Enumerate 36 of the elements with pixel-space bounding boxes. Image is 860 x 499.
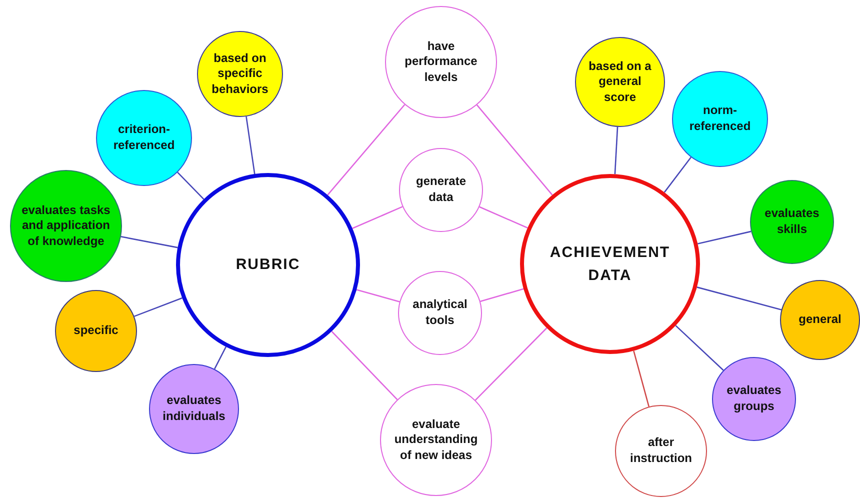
connector-line bbox=[675, 325, 724, 371]
circle-label: evaluate understanding of new ideas bbox=[393, 416, 479, 464]
connector-line bbox=[327, 104, 406, 196]
circle-label: based on specific behaviors bbox=[210, 50, 270, 98]
connector-line bbox=[331, 330, 398, 400]
circle-label: norm-referenced bbox=[688, 103, 752, 135]
connector-line bbox=[356, 289, 400, 302]
connector-line bbox=[214, 346, 227, 370]
circle-label: based on a general score bbox=[588, 58, 652, 106]
connector-line bbox=[479, 206, 528, 228]
circle-label: criterion-referenced bbox=[112, 122, 176, 154]
connector-line bbox=[480, 288, 524, 302]
circle-label: RUBRIC bbox=[236, 255, 300, 276]
connector-line bbox=[474, 328, 548, 401]
circle-label: evaluates skills bbox=[764, 206, 820, 238]
connector-line bbox=[696, 286, 782, 310]
connector-line bbox=[352, 206, 403, 229]
circle-label: evaluates tasks and application of knowledge bbox=[20, 202, 112, 250]
circle-label: have performance levels bbox=[404, 38, 478, 86]
connector-line bbox=[698, 230, 752, 244]
connector-line bbox=[476, 104, 553, 196]
connector-line bbox=[134, 297, 182, 317]
circle-label: ACHIEVEMENT DATA bbox=[548, 242, 672, 286]
circle-label: generate data bbox=[414, 174, 468, 206]
circle-label: general bbox=[798, 312, 842, 328]
circle-label: specific bbox=[74, 323, 118, 339]
connector-line bbox=[246, 116, 256, 174]
connector-line bbox=[664, 156, 692, 193]
connector-line bbox=[633, 350, 650, 407]
circle-label: after instruction bbox=[629, 435, 693, 467]
circle-label: analytical tools bbox=[412, 297, 468, 329]
connector-line bbox=[177, 172, 204, 200]
connector-line bbox=[614, 126, 618, 174]
circle-label: evaluates groups bbox=[726, 383, 782, 415]
connector-line bbox=[120, 236, 178, 248]
circle-label: evaluates individuals bbox=[162, 393, 226, 425]
